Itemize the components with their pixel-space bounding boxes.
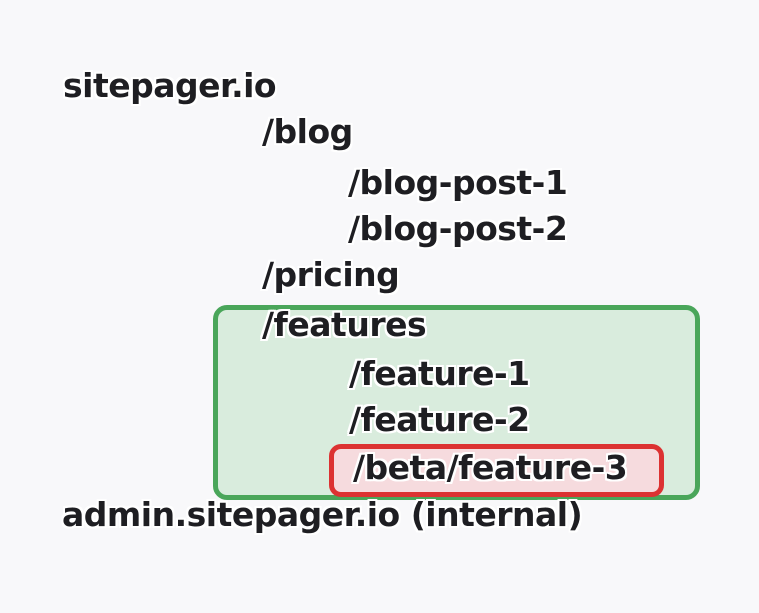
tree-node-features: /features [262,305,427,344]
tree-node-blog: /blog [262,112,353,151]
tree-node-feature-1: /feature-1 [349,354,530,393]
beta-feature-highlight-box [329,444,664,497]
tree-node-blog-post-1: /blog-post-1 [348,163,568,202]
tree-node-blog-post-2: /blog-post-2 [348,209,568,248]
tree-node-admin-internal: admin.sitepager.io (internal) [62,495,583,534]
tree-node-sitepager-io: sitepager.io [63,66,277,105]
tree-node-beta-feature-3: /beta/feature-3 [353,448,628,487]
tree-node-pricing: /pricing [262,255,400,294]
tree-node-feature-2: /feature-2 [349,400,530,439]
